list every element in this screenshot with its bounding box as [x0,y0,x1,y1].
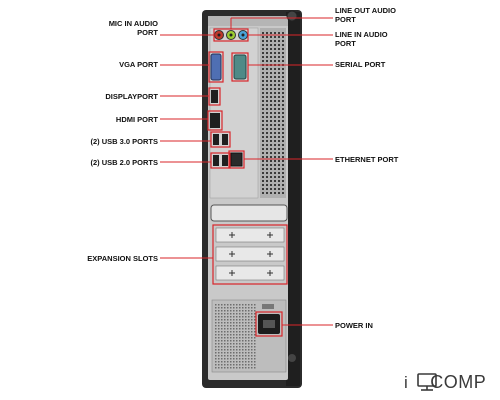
top-strip [208,16,288,26]
callout-box-serial [231,52,249,82]
label-hdmi: HDMI PORT [115,115,158,124]
label-ethernet: ETHERNET PORT [335,155,399,164]
expansion-slot-3 [215,265,285,281]
hdmi-port [210,113,220,128]
chassis-right-rail [286,12,300,386]
displayport-port [211,90,218,103]
label-line-in: LINE IN AUDIO PORT [335,30,388,48]
brand-logo: i COMP [404,372,486,393]
label-mic-in: MIC IN AUDIO PORT [108,19,158,37]
power-latch [262,304,274,309]
brand-name: COMP [430,372,487,392]
label-usb2: (2) USB 2.0 PORTS [90,158,158,167]
ethernet-port [230,152,243,167]
label-displayport: DISPLAYPORT [105,92,158,101]
callout-box-usb3 [210,131,231,148]
vga-port [210,53,222,81]
thumbscrew-icon [286,10,298,22]
monitor-logo-icon [417,373,437,391]
bracket-bar [210,204,288,222]
callout-box-hdmi [207,110,223,131]
expansion-slot-1 [215,227,285,243]
label-vga: VGA PORT [119,60,158,69]
usb2-port-1 [213,155,219,166]
brand-prefix: i [404,373,409,392]
serial-port [233,54,247,80]
label-line-out: LINE OUT AUDIO PORT [335,6,396,24]
callout-box-vga [208,51,224,83]
label-serial: SERIAL PORT [335,60,386,69]
label-power-in: POWER IN [335,321,373,330]
callout-box-usb2 [210,152,231,169]
label-usb3: (2) USB 3.0 PORTS [90,137,158,146]
psu-vent [215,304,256,369]
slot-screw-icons [229,232,273,276]
psu-screw-icon [288,354,296,362]
usb2-port-2 [222,155,228,166]
vent-grid [260,28,286,198]
expansion-slot-2 [215,246,285,262]
usb3-port-1 [213,134,219,145]
callout-box-expansion [212,224,288,285]
callout-box-power [255,311,283,337]
label-expansion-slots: EXPANSION SLOTS [87,254,158,263]
vent-dots [262,32,284,194]
usb3-port-2 [222,134,228,145]
